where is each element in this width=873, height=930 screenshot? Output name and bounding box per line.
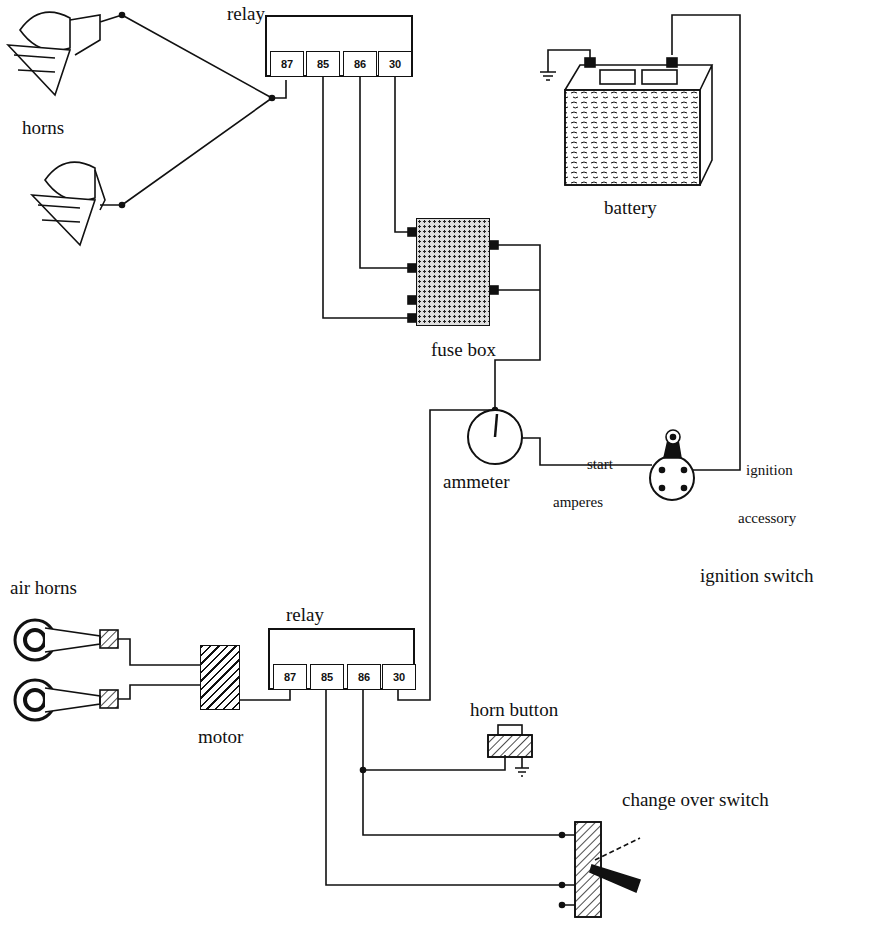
pin-number: 85 <box>306 51 340 77</box>
relay-box: relay87858630 <box>265 15 413 77</box>
battery-symbol <box>540 50 712 185</box>
wire <box>395 77 416 232</box>
part-name: horn button <box>470 700 558 721</box>
pin-number: 30 <box>389 58 401 70</box>
feed-wire <box>495 245 540 408</box>
part-name: battery <box>604 198 657 219</box>
wire <box>323 77 416 318</box>
change-over-switch-symbol <box>560 822 641 917</box>
part-name: fuse box <box>431 339 496 361</box>
pin-number: 86 <box>358 671 370 683</box>
part-name: relay <box>286 604 324 626</box>
part-name: ignition switch <box>700 566 813 587</box>
part-name: relay <box>227 3 265 25</box>
pin-number: 86 <box>347 664 381 690</box>
terminal-name: amperes <box>553 494 603 511</box>
pin-number: 30 <box>382 664 416 690</box>
part-name: horns <box>22 118 64 139</box>
horn-symbol <box>32 162 125 245</box>
horn-wire <box>122 15 286 205</box>
part-name: air horns <box>10 578 77 599</box>
pin-number: 87 <box>281 58 293 70</box>
air-horn-symbol <box>15 620 200 720</box>
part-name: change over switch <box>622 790 769 811</box>
pin-number: 87 <box>284 671 296 683</box>
motor-box: motor <box>200 645 240 710</box>
pin-number: 85 <box>317 58 329 70</box>
horn-button-symbol <box>488 725 532 776</box>
pin-number: 87 <box>273 664 307 690</box>
terminal-name: accessory <box>738 510 796 527</box>
relay-box: relay87858630 <box>268 628 415 690</box>
wire <box>360 77 416 268</box>
part-name: ammeter <box>443 472 509 493</box>
wire <box>240 690 290 700</box>
part-name: motor <box>198 726 243 748</box>
fuse-box: fuse box <box>416 218 490 326</box>
pin-number: 86 <box>343 51 377 77</box>
terminal-name: start <box>587 456 613 473</box>
ignition-switch-symbol <box>650 15 740 500</box>
control-wire <box>326 690 562 885</box>
horn-symbol <box>8 12 125 95</box>
pin-number: 85 <box>321 671 333 683</box>
pin-number: 85 <box>310 664 344 690</box>
pin-number: 30 <box>378 51 412 77</box>
pin-number: 87 <box>270 51 304 77</box>
pin-number: 30 <box>393 671 405 683</box>
terminal-name: ignition <box>746 462 793 479</box>
ammeter-symbol <box>468 410 652 465</box>
pin-number: 86 <box>354 58 366 70</box>
